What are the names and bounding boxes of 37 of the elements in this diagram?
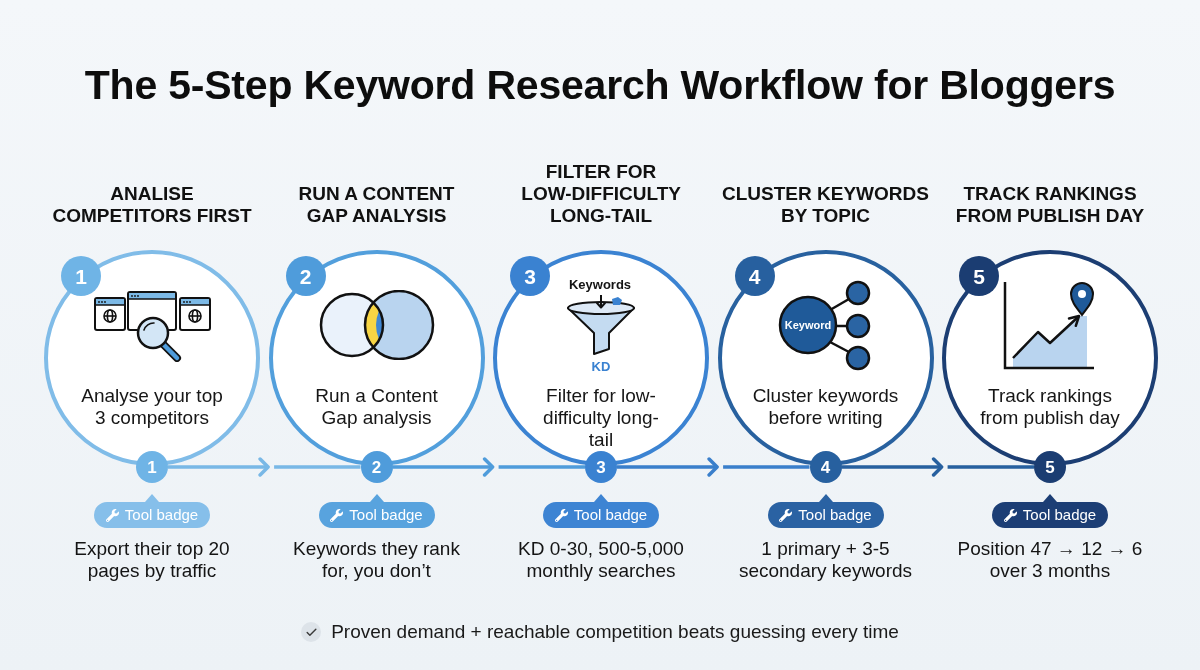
icon-label: KD xyxy=(591,359,611,375)
tool-badge xyxy=(767,493,884,528)
flow-arrow xyxy=(617,457,810,477)
takeaway-note: Proven demand + reachable competition beats guessing every time xyxy=(331,620,899,644)
step-note: Keywords they rank for, you don’t xyxy=(292,538,461,582)
step-number-badge: 3 xyxy=(585,451,617,483)
step-note: Export their top 20 pages by traffic xyxy=(73,538,231,582)
flow-arrow xyxy=(392,457,585,477)
step-text: Filter for low-difficulty long-tail xyxy=(542,385,660,451)
step-note: 1 primary + 3-5 secondary keywords xyxy=(737,538,914,582)
step-heading: TRACK RANKINGS FROM PUBLISH DAY xyxy=(954,183,1146,227)
step-text: Analyse your top 3 competitors xyxy=(80,385,224,429)
tool-badge xyxy=(992,493,1108,528)
tool-badge xyxy=(543,493,659,528)
flow-arrow xyxy=(841,457,1034,477)
step-number-badge: 1 xyxy=(136,451,168,483)
step-heading: CLUSTER KEYWORDS BY TOPIC xyxy=(721,183,930,227)
step-note: KD 0-30, 500-5,000 monthly searches xyxy=(517,538,685,582)
badge-label: Tool badge xyxy=(124,506,199,524)
diagram-title: The 5-Step Keyword Research Workflow for Bloggers xyxy=(84,61,1116,110)
badge-label: Tool badge xyxy=(573,506,648,524)
tool-badge xyxy=(94,493,210,528)
step-text: Run a Content Gap analysis xyxy=(314,385,439,429)
tool-badge xyxy=(318,493,435,528)
step-text: Cluster keywords before writing xyxy=(751,385,900,429)
icon-label: Keyword xyxy=(784,318,832,332)
badge-label: Tool badge xyxy=(798,506,872,524)
step-heading: FILTER FOR LOW-DIFFICULTY LONG-TAIL xyxy=(520,161,682,227)
step-heading: ANALISE COMPETITORS FIRST xyxy=(51,183,253,227)
step-number-badge: 5 xyxy=(1034,451,1066,483)
badge-label: Tool badge xyxy=(349,506,423,524)
icon-label: Keywords xyxy=(568,277,632,293)
step-text: Track rankings from publish day xyxy=(979,385,1121,429)
step-heading: RUN A CONTENT GAP ANALYSIS xyxy=(297,183,456,227)
flow-arrow xyxy=(168,457,361,477)
step-note: Position 47 → 12 → 6 over 3 months xyxy=(956,538,1144,582)
badge-label: Tool badge xyxy=(1022,506,1097,524)
